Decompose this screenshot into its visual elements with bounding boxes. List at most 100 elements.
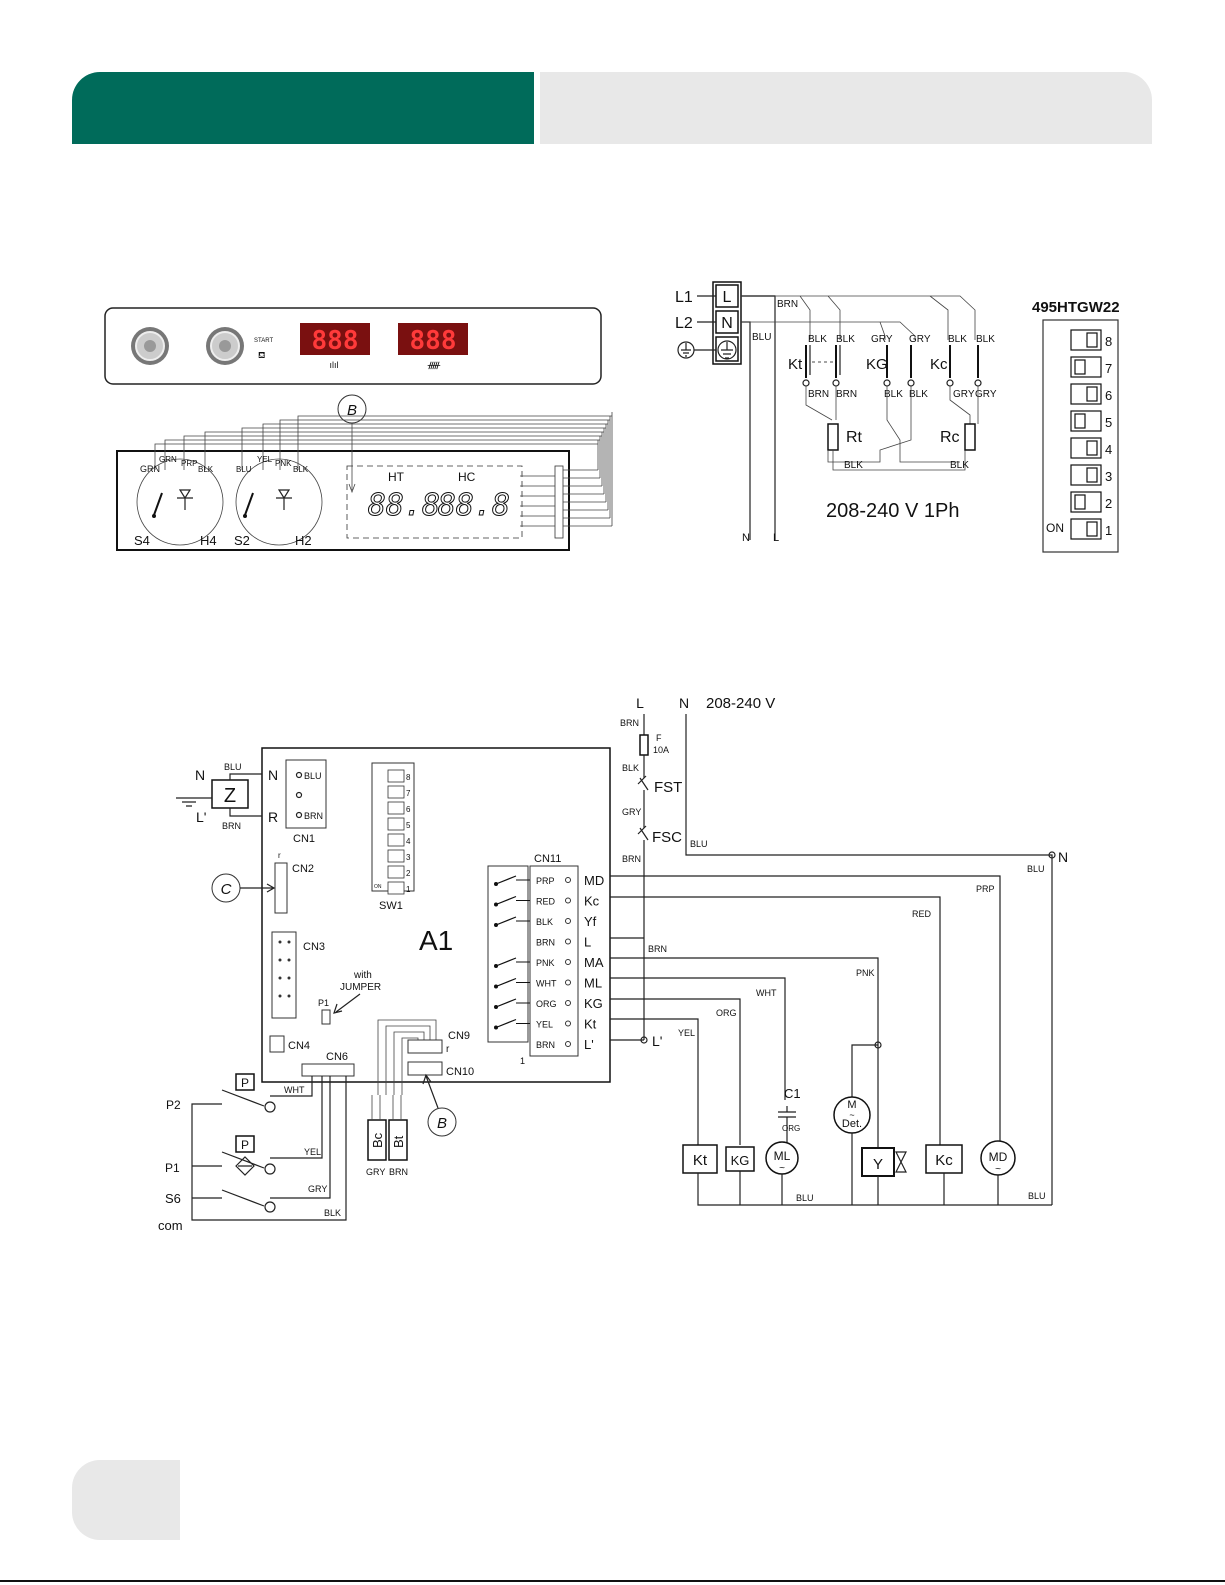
cn3-pin <box>287 994 291 998</box>
org-label: ORG <box>716 1008 737 1018</box>
sw1-number: 1 <box>406 885 411 894</box>
com-label: com <box>158 1218 183 1233</box>
fuse-f <box>639 734 649 756</box>
cn3-pin <box>287 958 291 962</box>
main-voltage-label: 208-240 V <box>706 695 775 712</box>
switch-s6 <box>221 1189 276 1213</box>
load-kg: KG <box>725 1146 755 1172</box>
sw1-number: 5 <box>406 821 411 830</box>
dip-row[interactable]: 4 <box>1070 437 1112 459</box>
kt-label: Kt <box>788 356 803 373</box>
cn3-label: CN3 <box>303 941 325 953</box>
dip-row[interactable]: 6 <box>1070 383 1112 405</box>
cn11-terminal: Kt <box>584 1017 597 1032</box>
fsc-label: FSC <box>652 829 682 846</box>
cn6-label: CN6 <box>326 1051 348 1063</box>
switch-s4-light-h4 <box>136 458 224 546</box>
callout-c: C <box>221 881 232 898</box>
lprime-right-label: L' <box>652 1033 662 1049</box>
kc-gry-2: GRY <box>975 389 997 400</box>
connector-cn2 <box>274 862 288 914</box>
dip-row[interactable]: 5 <box>1070 410 1112 432</box>
yel-label: YEL <box>678 1028 695 1038</box>
power-schematic: L N L1 L2 BRN BLU N L BLK BLK <box>675 281 997 544</box>
cn11-color: BRN <box>536 938 555 948</box>
cn2-r-label: r <box>278 851 281 860</box>
panel-button-start-icon[interactable] <box>206 327 244 365</box>
jumper-p1 <box>321 1009 331 1025</box>
s2-label: S2 <box>234 533 250 548</box>
ground-icon <box>677 340 737 360</box>
ml-tilde: ~ <box>779 1163 785 1174</box>
resistor-rt <box>827 423 839 451</box>
dip-row[interactable]: 8 <box>1070 329 1112 351</box>
dip-row[interactable]: 3 <box>1070 464 1112 486</box>
dip-number: 3 <box>1105 469 1112 484</box>
display-1-digits: 888 <box>312 326 359 356</box>
dip-row[interactable]: 1 <box>1070 518 1112 540</box>
dip-row[interactable]: 7 <box>1070 356 1112 378</box>
load-kg-label: KG <box>731 1153 750 1168</box>
kt-brn-1: BRN <box>808 389 829 400</box>
z-brn-label: BRN <box>222 821 241 831</box>
ht-segments: 88.8 <box>368 488 440 523</box>
sw1-row: 6 <box>387 801 411 815</box>
kg-blk-1: BLK <box>884 389 903 400</box>
c1-org-label: ORG <box>782 1124 800 1133</box>
cup-icon: ⛾ <box>258 350 265 360</box>
y-label: Y <box>873 1156 883 1173</box>
bc-gry-label: GRY <box>366 1167 385 1177</box>
wire-yel-label: YEL <box>257 455 273 464</box>
n-right-label: N <box>1058 849 1068 865</box>
dip-model-label: 495HTGW22 <box>1032 299 1120 316</box>
wire-prp-label: PRP <box>181 459 197 468</box>
sw1-number: 4 <box>406 837 411 846</box>
cn1-blu-label: BLU <box>304 771 322 781</box>
terminal-n: N <box>721 315 733 332</box>
sw1-row: 4 <box>387 833 411 847</box>
kt-brn-2: BRN <box>836 389 857 400</box>
kg-label: KG <box>866 356 888 373</box>
dip-row[interactable]: 2 <box>1070 491 1112 513</box>
r-blk-1: BLK <box>844 460 863 471</box>
wire-pnk-label: PNK <box>275 459 292 468</box>
thermostat-fsc <box>637 825 649 841</box>
z-label: Z <box>224 785 236 807</box>
dip-number: 4 <box>1105 442 1112 457</box>
fuse-rating-label: 10A <box>653 745 669 755</box>
steam-icon: ᚏ <box>427 360 441 370</box>
bt-brn-label: BRN <box>389 1167 408 1177</box>
cn2-label: CN2 <box>292 863 314 875</box>
sw1-number: 3 <box>406 853 411 862</box>
contactor-kc: BLK BLK GRY GRY Kc <box>930 334 997 400</box>
fst-blk-label: BLK <box>622 763 639 773</box>
n-right-blu-label: BLU <box>1027 864 1045 874</box>
sw1-row: 1 <box>387 881 411 895</box>
c1-label: C1 <box>784 1086 801 1101</box>
r-blk-2: BLK <box>950 460 969 471</box>
rt-label: Rt <box>846 429 863 446</box>
blu-label: BLU <box>752 332 771 343</box>
bc-label: Bc <box>370 1132 385 1148</box>
wire-grn-label: GRN <box>140 464 160 474</box>
panel-button-left-icon[interactable] <box>131 327 169 365</box>
fuse-f-label: F <box>656 733 662 743</box>
motor-md: MD ~ <box>980 1140 1016 1176</box>
z-n-label: N <box>195 767 205 783</box>
kg-gry-1: GRY <box>871 334 893 345</box>
pressure-switch-p1: P <box>221 1135 276 1176</box>
wire-blk-label-2: BLK <box>293 465 309 474</box>
contactor-kt: BLK BLK BRN BRN Kt <box>788 334 857 400</box>
kg-gry-2: GRY <box>909 334 931 345</box>
sw1-number: 8 <box>406 773 411 782</box>
a1-r-label: R <box>268 809 278 825</box>
l2-label: L2 <box>675 315 693 332</box>
connector-cn3 <box>271 931 297 1019</box>
cn11-pin1-label: 1 <box>520 1056 525 1066</box>
cn11-terminal: L <box>584 935 591 950</box>
cn11-terminal: Kc <box>584 894 600 909</box>
